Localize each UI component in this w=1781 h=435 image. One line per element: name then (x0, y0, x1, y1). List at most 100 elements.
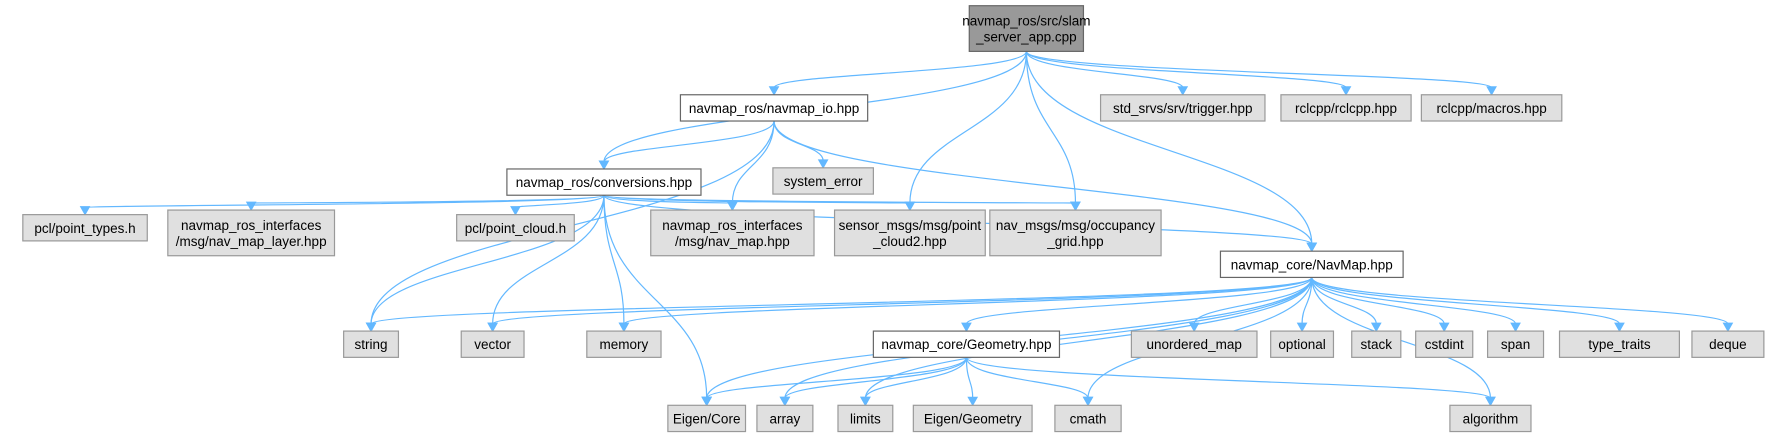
node-point_cloud2[interactable]: sensor_msgs/msg/point_cloud2.hpp (833, 209, 986, 257)
edge-conversions-to-point_cloud (514, 194, 605, 209)
node-label: cstdint (1425, 337, 1464, 352)
node-box[interactable] (833, 209, 986, 257)
node-box[interactable] (1351, 330, 1402, 358)
node-cstdint[interactable]: cstdint (1415, 330, 1474, 358)
edge-navmap-to-type_traits (1311, 277, 1621, 325)
node-box[interactable] (912, 404, 1033, 433)
arrowhead-root-to-navmap_io (768, 86, 780, 96)
node-box[interactable] (22, 214, 148, 242)
node-label: _server_app.cpp (975, 30, 1077, 45)
node-label: array (770, 411, 801, 426)
node-label: pcl/point_types.h (34, 221, 135, 236)
node-box[interactable] (1420, 94, 1563, 122)
edge-navmap-to-limits (864, 277, 1313, 399)
node-box[interactable] (1449, 404, 1532, 433)
node-box[interactable] (1691, 330, 1765, 358)
arrowhead-conversions-to-point_types (79, 206, 91, 216)
node-box[interactable] (756, 404, 814, 433)
node-label: stack (1361, 337, 1393, 352)
node-label: cmath (1070, 411, 1107, 426)
arrowhead-conversions-to-point_cloud (510, 206, 521, 216)
node-navmap_io[interactable]: navmap_ros/navmap_io.hpp (679, 94, 869, 122)
arrowhead-navmap-to-deque (1722, 322, 1734, 333)
node-box[interactable] (872, 330, 1061, 358)
edge-conversions-to-nav_map (603, 194, 733, 204)
edge-geometry-to-array (784, 357, 968, 399)
edge-navmap_io-to-system_error (773, 120, 824, 161)
node-nav_map_layer[interactable]: navmap_ros_interfaces/msg/nav_map_layer.… (167, 209, 336, 257)
node-box[interactable] (460, 330, 525, 358)
node-rclcpp[interactable]: rclcpp/rclcpp.hpp (1280, 94, 1412, 122)
node-array[interactable]: array (756, 404, 814, 433)
node-label: navmap_ros/conversions.hpp (516, 175, 692, 190)
arrowhead-navmap-to-optional (1296, 322, 1308, 333)
node-memory[interactable]: memory (586, 330, 662, 358)
arrowhead-geometry-to-array (779, 396, 791, 407)
node-vector[interactable]: vector (460, 330, 525, 358)
edge-navmap-to-geometry (965, 277, 1313, 325)
node-eigen_core[interactable]: Eigen/Core (667, 404, 747, 433)
edge-root-to-navmap_io (773, 51, 1027, 89)
node-navmap[interactable]: navmap_core/NavMap.hpp (1219, 250, 1404, 279)
node-box[interactable] (968, 5, 1085, 52)
node-label: navmap_ros/navmap_io.hpp (689, 101, 859, 116)
node-box[interactable] (1270, 330, 1335, 358)
node-point_cloud[interactable]: pcl/point_cloud.h (456, 214, 575, 242)
node-root[interactable]: navmap_ros/src/slam_server_app.cpp (962, 5, 1091, 52)
node-eigen_geometry[interactable]: Eigen/Geometry (912, 404, 1033, 433)
node-label: unordered_map (1147, 337, 1242, 352)
arrowhead-navmap-to-span (1510, 322, 1521, 333)
node-macros[interactable]: rclcpp/macros.hpp (1420, 94, 1563, 122)
node-nav_map[interactable]: navmap_ros_interfaces/msg/nav_map.hpp (650, 209, 815, 257)
arrowhead-navmap-to-geometry (961, 322, 972, 333)
node-label: sensor_msgs/msg/point (839, 218, 982, 233)
node-label: std_srvs/srv/trigger.hpp (1113, 101, 1253, 116)
node-optional[interactable]: optional (1270, 330, 1335, 358)
node-box[interactable] (586, 330, 662, 358)
node-box[interactable] (650, 209, 815, 257)
node-geometry[interactable]: navmap_core/Geometry.hpp (872, 330, 1061, 358)
node-box[interactable] (343, 330, 400, 358)
node-algorithm[interactable]: algorithm (1449, 404, 1532, 433)
node-label: navmap_ros_interfaces (662, 218, 803, 233)
node-box[interactable] (1130, 330, 1258, 358)
node-box[interactable] (1280, 94, 1412, 122)
node-point_types[interactable]: pcl/point_types.h (22, 214, 148, 242)
node-box[interactable] (1415, 330, 1474, 358)
node-unordered_map[interactable]: unordered_map (1130, 330, 1258, 358)
node-box[interactable] (167, 209, 336, 257)
edge-navmap-to-stack (1311, 277, 1377, 325)
edge-geometry-to-eigen_core (706, 357, 968, 399)
node-conversions[interactable]: navmap_ros/conversions.hpp (506, 168, 702, 196)
node-span[interactable]: span (1486, 330, 1545, 358)
node-type_traits[interactable]: type_traits (1558, 330, 1680, 358)
node-box[interactable] (1219, 250, 1404, 279)
arrowhead-geometry-to-eigen_geometry (967, 396, 979, 407)
node-box[interactable] (1099, 94, 1266, 122)
node-box[interactable] (506, 168, 702, 196)
node-string[interactable]: string (343, 330, 400, 358)
edge-root-to-trigger (1025, 51, 1184, 89)
node-limits[interactable]: limits (837, 404, 894, 433)
node-stack[interactable]: stack (1351, 330, 1402, 358)
node-box[interactable] (1558, 330, 1680, 358)
node-label: limits (850, 411, 881, 426)
node-label: rclcpp/rclcpp.hpp (1295, 101, 1397, 116)
nodes-layer: navmap_ros/src/slam_server_app.cppnavmap… (22, 5, 1765, 433)
node-box[interactable] (456, 214, 575, 242)
node-box[interactable] (1486, 330, 1545, 358)
edge-root-to-point_cloud2 (909, 51, 1027, 204)
node-cmath[interactable]: cmath (1054, 404, 1122, 433)
node-occupancy_grid[interactable]: nav_msgs/msg/occupancy_grid.hpp (989, 209, 1162, 257)
node-box[interactable] (1054, 404, 1122, 433)
node-trigger[interactable]: std_srvs/srv/trigger.hpp (1099, 94, 1266, 122)
node-box[interactable] (772, 167, 874, 195)
node-box[interactable] (679, 94, 869, 122)
node-label: pcl/point_cloud.h (465, 221, 566, 236)
node-deque[interactable]: deque (1691, 330, 1765, 358)
node-box[interactable] (667, 404, 747, 433)
node-system_error[interactable]: system_error (772, 167, 874, 195)
node-box[interactable] (837, 404, 894, 433)
node-box[interactable] (989, 209, 1162, 257)
